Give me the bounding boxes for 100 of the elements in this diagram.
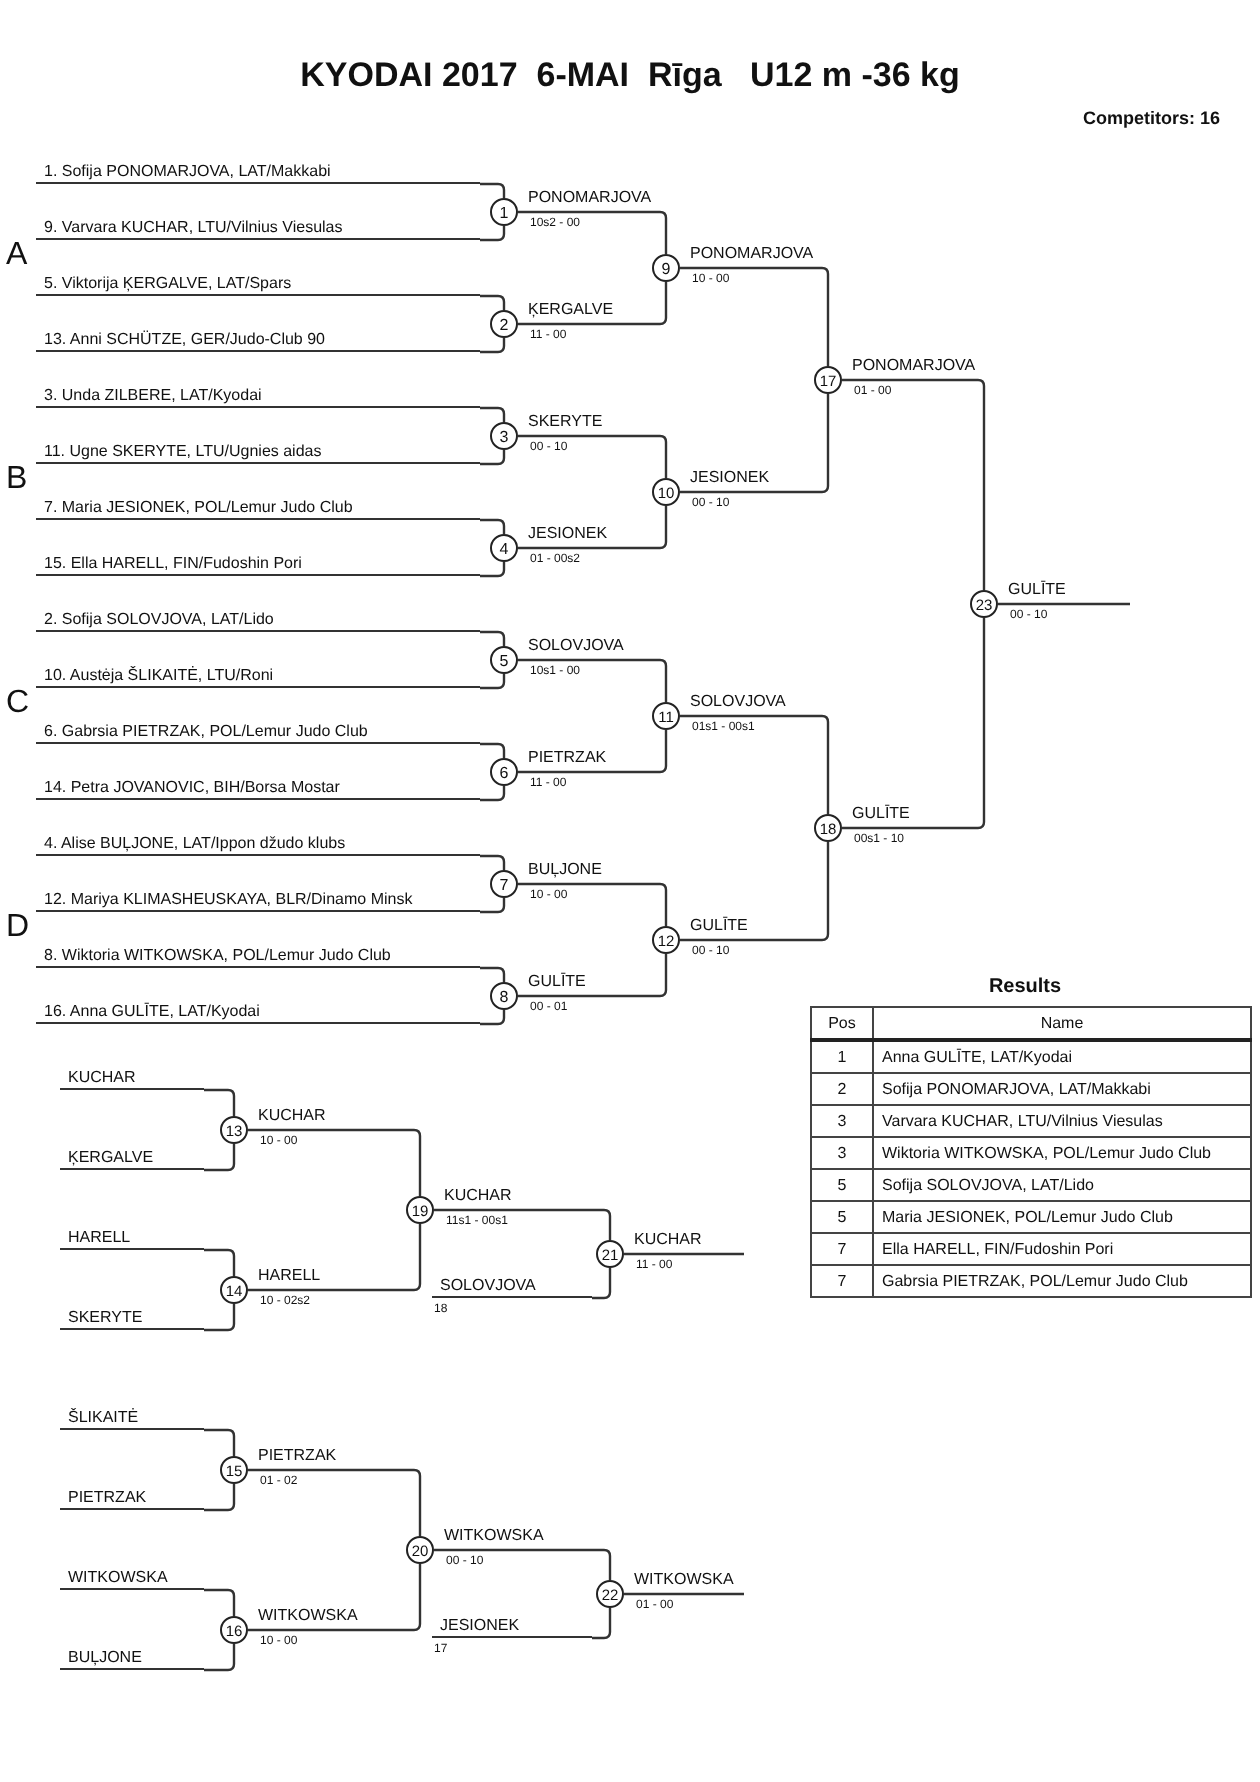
column-header: Pos — [811, 1007, 873, 1040]
bracket-line — [592, 1608, 612, 1640]
winner-name: SKERYTE — [528, 412, 603, 430]
position-number: 5 — [811, 1201, 873, 1233]
bracket-line — [624, 1252, 744, 1256]
bracket-line — [518, 882, 668, 926]
pool-letter: A — [6, 240, 28, 272]
winner-name: GULĪTE — [528, 972, 586, 990]
bracket-line — [480, 898, 506, 914]
bracket-line — [518, 506, 668, 550]
competitor-entry: 4. Alise BUĻJONE, LAT/Ippon džudo klubs — [36, 832, 480, 856]
pool-letter: B — [6, 464, 28, 496]
winner-name: PONOMARJOVA — [528, 188, 652, 206]
bracket-line — [480, 854, 506, 870]
winner-name: PIETRZAK — [258, 1446, 337, 1464]
winner-name: WITKOWSKA — [444, 1526, 544, 1544]
bracket-line — [480, 742, 506, 758]
bracket-line — [204, 1144, 236, 1172]
competitor-entry: 7. Maria JESIONEK, POL/Lemur Judo Club — [36, 496, 480, 520]
bracket-line — [680, 714, 830, 814]
winner-name: HARELL — [258, 1266, 321, 1284]
competitor-entry: 16. Anna GULĪTE, LAT/Kyodai — [36, 1000, 480, 1024]
bracket-line — [480, 966, 506, 982]
bracket-line — [434, 1548, 612, 1580]
bracket-line — [480, 338, 506, 354]
match-number: 2 — [490, 310, 518, 338]
competitor-entry: 13. Anni SCHÜTZE, GER/Judo-Club 90 — [36, 328, 480, 352]
competitor-entry: 15. Ella HARELL, FIN/Fudoshin Pori — [36, 552, 480, 576]
match-number: 9 — [652, 254, 680, 282]
bracket-line — [204, 1428, 236, 1456]
bracket-line — [518, 434, 668, 478]
bracket-line — [204, 1588, 236, 1616]
position-number: 7 — [811, 1233, 873, 1265]
winner-name: ĶERGALVE — [528, 300, 614, 318]
winner-name: GULĪTE — [852, 804, 910, 822]
competitor-name: Ella HARELL, FIN/Fudoshin Pori — [873, 1233, 1251, 1265]
competitor-entry: HARELL — [60, 1226, 204, 1250]
winner-name: JESIONEK — [528, 524, 608, 542]
bracket-line — [624, 1592, 744, 1596]
pool-letter: D — [6, 912, 30, 944]
competitor-entry: SOLOVJOVA — [432, 1274, 592, 1298]
bracket-line — [204, 1248, 236, 1276]
bracket-line — [680, 842, 830, 942]
match-number: 1 — [490, 198, 518, 226]
competitor-count: Competitors: 16 — [1082, 108, 1220, 128]
competitor-entry: 10. Austėja ŠLIKAITĖ, LTU/Roni — [36, 664, 480, 688]
competitor-entry: WITKOWSKA — [60, 1566, 204, 1590]
bracket-line — [480, 518, 506, 534]
competitor-name: Sofija PONOMARJOVA, LAT/Makkabi — [873, 1073, 1251, 1105]
competitor-name: Varvara KUCHAR, LTU/Vilnius Viesulas — [873, 1105, 1251, 1137]
match-number: 7 — [490, 870, 518, 898]
competitor-entry: 9. Varvara KUCHAR, LTU/Vilnius Viesulas — [36, 216, 480, 240]
match-number: 6 — [490, 758, 518, 786]
bracket-line — [480, 674, 506, 690]
match-number: 5 — [490, 646, 518, 674]
winner-name: KUCHAR — [444, 1186, 512, 1204]
winner-name: PONOMARJOVA — [690, 244, 814, 262]
winner-name: PONOMARJOVA — [852, 356, 976, 374]
competitor-entry: 3. Unda ZILBERE, LAT/Kyodai — [36, 384, 480, 408]
bracket-line — [480, 1010, 506, 1026]
position-number: 2 — [811, 1073, 873, 1105]
diagram-title: KYODAI 2017 6-MAI Rīga U12 m -36 kg — [298, 56, 962, 96]
competitor-entry: BUĻJONE — [60, 1646, 204, 1670]
position-number: 3 — [811, 1105, 873, 1137]
competitor-entry: 12. Mariya KLIMASHEUSKAYA, BLR/Dinamo Minsk — [36, 888, 480, 912]
winner-name: JESIONEK — [690, 468, 770, 486]
bracket-line — [480, 406, 506, 422]
bracket-line — [480, 182, 506, 198]
bracket-line — [480, 294, 506, 310]
position-number: 5 — [811, 1169, 873, 1201]
bracket-line — [248, 1564, 422, 1632]
bracket-line — [592, 1268, 612, 1300]
bracket-line — [480, 562, 506, 578]
competitor-entry: 2. Sofija SOLOVJOVA, LAT/Lido — [36, 608, 480, 632]
bracket-line — [680, 266, 830, 366]
competitor-name: Maria JESIONEK, POL/Lemur Judo Club — [873, 1201, 1251, 1233]
competitor-name: Wiktoria WITKOWSKA, POL/Lemur Judo Club — [873, 1137, 1251, 1169]
winner-name: KUCHAR — [258, 1106, 326, 1124]
bracket-line — [204, 1088, 236, 1116]
bracket-line — [480, 630, 506, 646]
bracket-line — [518, 282, 668, 326]
competitor-entry: ĶERGALVE — [60, 1146, 204, 1170]
winner-name: BUĻJONE — [528, 860, 602, 878]
competitor-entry: ŠLIKAITĖ — [60, 1406, 204, 1430]
winner-name: SOLOVJOVA — [690, 692, 786, 710]
winner-name: SOLOVJOVA — [528, 636, 624, 654]
winner-name: PIETRZAK — [528, 748, 607, 766]
competitor-name: Sofija SOLOVJOVA, LAT/Lido — [873, 1169, 1251, 1201]
bracket-line — [204, 1644, 236, 1672]
competitor-entry: 5. Viktorija ĶERGALVE, LAT/Spars — [36, 272, 480, 296]
competitor-entry: KUCHAR — [60, 1066, 204, 1090]
competitor-entry: 6. Gabrsia PIETRZAK, POL/Lemur Judo Club — [36, 720, 480, 744]
competitor-entry: 1. Sofija PONOMARJOVA, LAT/Makkabi — [36, 160, 480, 184]
competitor-name: Gabrsia PIETRZAK, POL/Lemur Judo Club — [873, 1265, 1251, 1297]
bracket-line — [680, 394, 830, 494]
column-header: Name — [873, 1007, 1251, 1040]
competitor-entry: JESIONEK — [432, 1614, 592, 1638]
bracket-line — [518, 658, 668, 702]
bracket-line — [480, 450, 506, 466]
winner-name: KUCHAR — [634, 1230, 702, 1248]
